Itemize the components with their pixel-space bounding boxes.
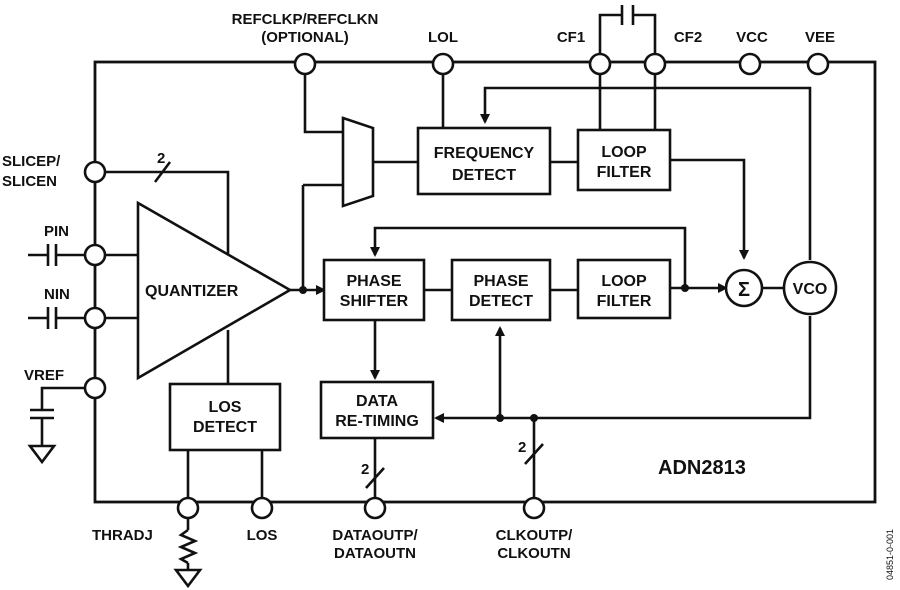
vee-label: VEE	[805, 29, 835, 46]
cf2-pin	[643, 52, 667, 76]
quantizer-block	[136, 200, 293, 381]
vcc-label: VCC	[736, 29, 768, 46]
cf1-label: CF1	[557, 29, 585, 46]
nin-label: NIN	[44, 286, 70, 303]
vcc-pin	[738, 52, 762, 76]
vco-block: VCO	[782, 260, 838, 316]
refclk-label-2: (OPTIONAL)	[261, 29, 349, 46]
refclk-pin	[293, 52, 317, 76]
cf2-label: CF2	[674, 29, 702, 46]
cf1-pin	[588, 52, 612, 76]
loop-filter-top-label-2: FILTER	[597, 164, 652, 181]
clkout-bus-width: 2	[518, 439, 526, 456]
pin-pin	[83, 243, 107, 267]
slice-label-2: SLICEN	[2, 173, 57, 190]
los-pin	[250, 496, 274, 520]
frequency-detect-label-1: FREQUENCY	[434, 145, 535, 162]
clkout-pin	[522, 496, 546, 520]
data-retiming-label-2: RE-TIMING	[335, 413, 419, 430]
frequency-detect-block: FREQUENCY DETECT	[416, 126, 552, 196]
phase-shifter-label-2: SHIFTER	[340, 293, 409, 310]
pin-label: PIN	[44, 223, 69, 240]
thradj-pin	[176, 496, 200, 520]
clkout-label-2: CLKOUTN	[497, 545, 570, 562]
loop-filter-mid-label-2: FILTER	[597, 293, 652, 310]
slice-label-1: SLICEP/	[2, 153, 61, 170]
dataout-bus-width: 2	[361, 461, 369, 478]
quantizer-label: QUANTIZER	[145, 283, 239, 300]
data-retiming-label-1: DATA	[356, 393, 399, 410]
clkout-label-1: CLKOUTP/	[496, 527, 573, 544]
vref-pin	[83, 376, 107, 400]
reference-clock-mux	[341, 116, 375, 208]
phase-detect-block: PHASE DETECT	[450, 258, 552, 322]
dataout-pin	[363, 496, 387, 520]
wiring	[27, 5, 812, 589]
loop-filter-mid-label-1: LOOP	[601, 273, 647, 290]
los-label: LOS	[247, 527, 278, 544]
loop-filter-frequency-block: LOOP FILTER	[576, 128, 672, 192]
phase-shifter-label-1: PHASE	[346, 273, 401, 290]
dataout-label-2: DATAOUTN	[334, 545, 416, 562]
lol-pin	[431, 52, 455, 76]
refclk-label-1: REFCLKP/REFCLKN	[232, 11, 379, 28]
vref-label: VREF	[24, 367, 64, 384]
summing-junction: Σ	[724, 268, 764, 308]
los-detect-block: LOS DETECT	[168, 382, 282, 452]
phase-detect-label-2: DETECT	[469, 293, 533, 310]
figure-id: 04851-0-001	[885, 529, 895, 580]
device-name: ADN2813	[658, 457, 746, 479]
loop-filter-phase-block: LOOP FILTER	[576, 258, 672, 320]
vco-label: VCO	[793, 281, 828, 298]
phase-detect-label-1: PHASE	[473, 273, 528, 290]
slice-pin	[83, 160, 107, 184]
phase-shifter-block: PHASE SHIFTER	[322, 258, 426, 322]
thradj-label: THRADJ	[92, 527, 153, 544]
loop-filter-top-label-1: LOOP	[601, 144, 647, 161]
frequency-detect-label-2: DETECT	[452, 167, 516, 184]
dataout-label-1: DATAOUTP/	[332, 527, 418, 544]
slice-bus-width: 2	[157, 150, 165, 167]
vee-pin	[806, 52, 830, 76]
los-detect-label-1: LOS	[209, 399, 242, 416]
nin-pin	[83, 306, 107, 330]
chip-outline	[93, 60, 877, 504]
data-retiming-block: DATA RE-TIMING	[319, 380, 435, 440]
lol-label: LOL	[428, 29, 458, 46]
los-detect-label-2: DETECT	[193, 419, 257, 436]
summer-symbol: Σ	[738, 279, 750, 301]
